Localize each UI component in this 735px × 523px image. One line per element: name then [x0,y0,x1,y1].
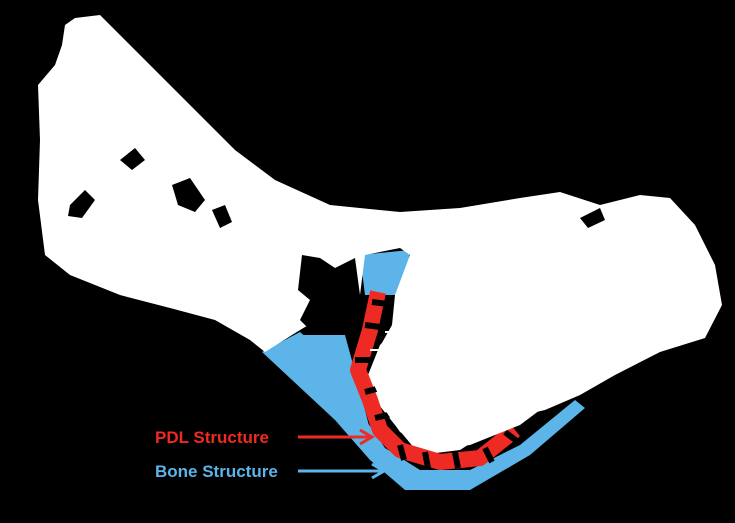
pdl-arrow [298,428,375,446]
bone-arrow [298,462,387,480]
hole-3 [172,178,205,212]
bone-mid [300,335,370,430]
bone-structure-label: Bone Structure [155,462,278,481]
hole-4 [212,205,232,228]
alpha-dimension [370,305,412,378]
hole-5 [580,208,605,228]
bone-structure [262,332,585,490]
hole-2 [68,190,95,218]
pdl-structure [350,290,520,470]
hole-1 [120,148,145,170]
tooth-root [372,240,560,450]
bone-crest [360,250,410,295]
alpha-label: α [413,303,423,322]
pdl-structure-label: PDL Structure [155,428,269,447]
dark-cavity [298,255,360,335]
pdl-fiber-gaps [355,299,520,469]
